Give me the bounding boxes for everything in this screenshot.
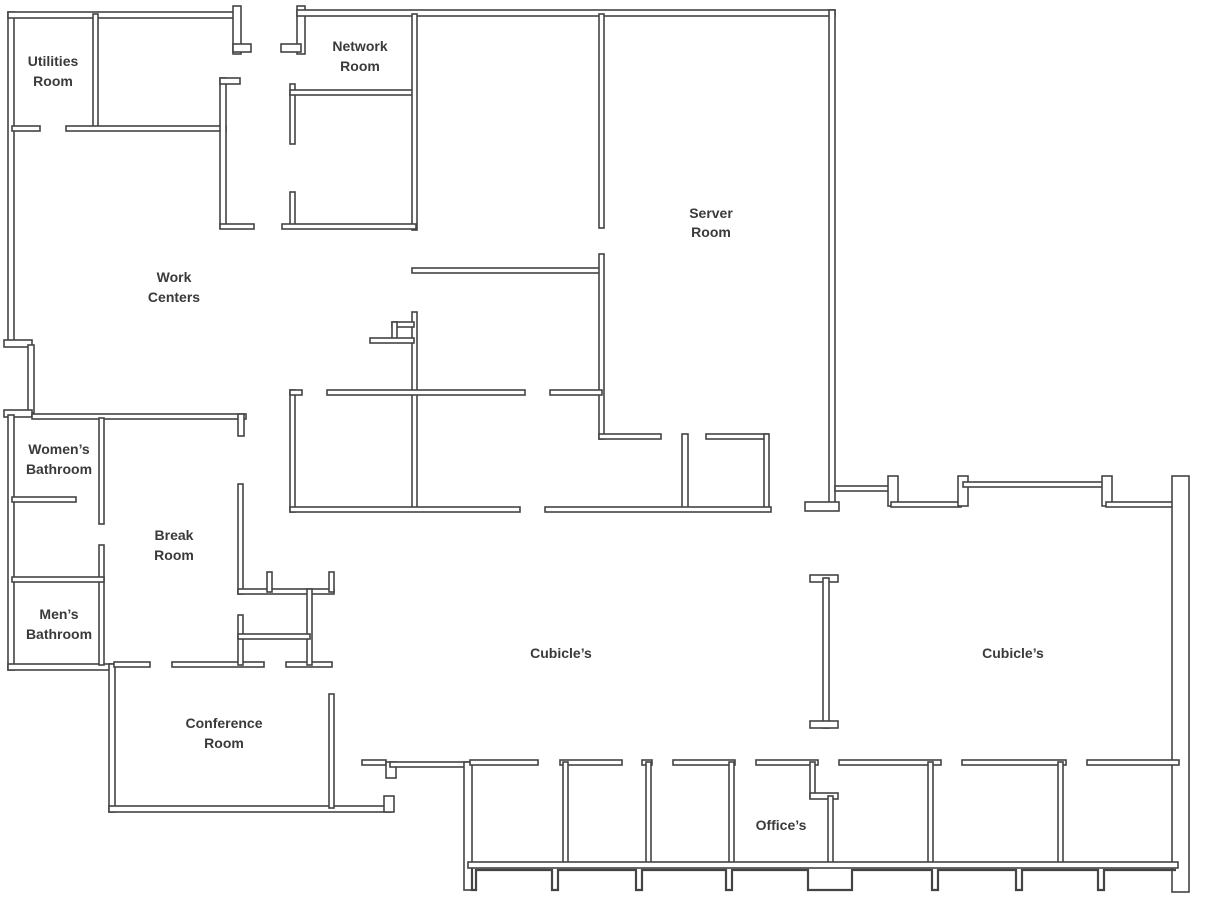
offices-label: Office’s — [756, 817, 807, 833]
walls — [3, 5, 1190, 893]
cubicles-center-label: Cubicle’s — [530, 645, 592, 661]
cubicles-right-label: Cubicle’s — [982, 645, 1044, 661]
